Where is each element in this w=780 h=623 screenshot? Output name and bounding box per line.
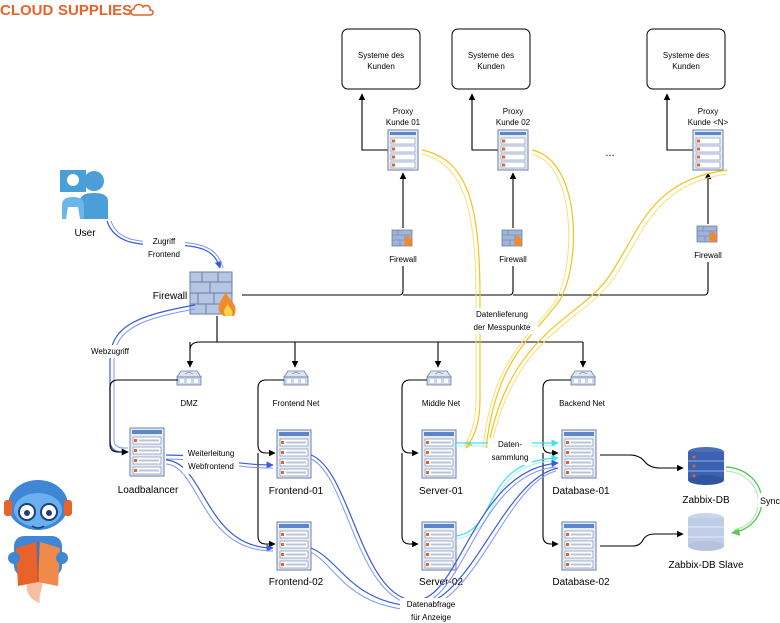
firewall-label: Firewall bbox=[389, 255, 417, 264]
network-switch-icon bbox=[570, 370, 596, 386]
edge-label-datenabfrage: für Anzeige bbox=[411, 613, 452, 622]
logo-text-supplies: SUPPLIES bbox=[58, 2, 132, 19]
customer-box-label: Systeme des bbox=[358, 51, 404, 60]
firewall-icon bbox=[501, 229, 523, 247]
customer-system-box: Systeme des Kunden bbox=[451, 28, 531, 90]
proxy-label: Kunde 02 bbox=[496, 118, 531, 127]
customer-box-label: Kunden bbox=[367, 62, 395, 71]
main-firewall-icon bbox=[189, 271, 236, 316]
database-02-server-icon bbox=[561, 521, 597, 571]
network-label: Middle Net bbox=[422, 399, 461, 408]
zabbix-db-label: Zabbix-DB bbox=[682, 495, 730, 506]
zabbix-db-slave-label: Zabbix-DB Slave bbox=[668, 560, 743, 571]
network-label: Backend Net bbox=[559, 399, 606, 408]
server-label-database01: Database-01 bbox=[552, 486, 610, 497]
edge-label-datenlieferung: Datenlieferung bbox=[476, 310, 528, 319]
server-label-database02: Database-02 bbox=[552, 577, 610, 588]
database-01-server-icon bbox=[561, 429, 597, 479]
edge-label-weiterleitung: Weiterleitung bbox=[188, 449, 235, 458]
firewall-label: Firewall bbox=[694, 251, 722, 260]
ellipsis-more-customers: ... bbox=[605, 147, 614, 159]
loadbalancer-server-icon bbox=[129, 427, 165, 477]
customer-box-label: Kunden bbox=[477, 62, 505, 71]
user-icon bbox=[60, 170, 108, 219]
logo-text-cloud: CLOUD bbox=[0, 2, 53, 19]
edge-label-weiterleitung: Webfrontend bbox=[188, 462, 234, 471]
logo-cloud-icon bbox=[130, 3, 154, 16]
edge-label-zugriff: Frontend bbox=[148, 250, 180, 259]
frontend-02-server-icon bbox=[276, 521, 312, 571]
customer-box-label: Systeme des bbox=[663, 51, 709, 60]
edge-label-datensammlung: sammlung bbox=[492, 453, 529, 462]
server-label-server01: Server-01 bbox=[419, 486, 463, 497]
proxy-label: Kunde 01 bbox=[386, 118, 421, 127]
server-label-frontend01: Frontend-01 bbox=[269, 486, 324, 497]
proxy-server-icon bbox=[692, 129, 724, 171]
network-switch-icon bbox=[283, 370, 309, 386]
proxy-label: Proxy bbox=[503, 107, 523, 116]
proxy-server-icon bbox=[387, 129, 419, 171]
edge-label-datenlieferung: der Messpunkte bbox=[474, 323, 531, 332]
zabbix-db-icon bbox=[688, 447, 724, 485]
proxy-label: Proxy bbox=[698, 107, 718, 116]
main-firewall-label: Firewall bbox=[153, 291, 187, 302]
customer-system-box: Systeme des Kunden bbox=[341, 28, 421, 90]
network-label: Frontend Net bbox=[273, 399, 320, 408]
proxy-server-icon bbox=[497, 129, 529, 171]
network-label: DMZ bbox=[180, 399, 197, 408]
user-label: User bbox=[74, 228, 96, 239]
customer-system-box: Systeme des Kunden bbox=[646, 28, 726, 90]
proxy-label: Proxy bbox=[393, 107, 413, 116]
edge-label-sync: Sync bbox=[760, 496, 780, 506]
server-01-icon bbox=[421, 429, 457, 479]
network-switch-icon bbox=[426, 370, 452, 386]
cloudsupplies-logo: CLOUD SUPPLIES bbox=[0, 2, 154, 19]
frontend-01-server-icon bbox=[276, 429, 312, 479]
mascot-robot-illustration bbox=[4, 480, 72, 603]
customer-box-label: Kunden bbox=[672, 62, 700, 71]
customer-box-label: Systeme des bbox=[468, 51, 514, 60]
edge-label-zugriff: Zugriff bbox=[153, 237, 176, 246]
edge-label-datensammlung: Daten- bbox=[498, 440, 522, 449]
server-label-loadbalancer: Loadbalancer bbox=[118, 485, 179, 496]
network-switch-icon bbox=[176, 370, 202, 386]
server-label-frontend02: Frontend-02 bbox=[269, 577, 324, 588]
proxy-label: Kunde <N> bbox=[688, 118, 729, 127]
firewall-icon bbox=[696, 225, 718, 243]
server-02-icon bbox=[421, 521, 457, 571]
zabbix-db-slave-icon bbox=[688, 513, 724, 551]
server-label-server02: Server-02 bbox=[419, 577, 463, 588]
edge-label-datenabfrage: Datenabfrage bbox=[407, 600, 456, 609]
edge-label-webzugriff: Webzugriff bbox=[91, 347, 130, 356]
firewall-label: Firewall bbox=[499, 255, 527, 264]
firewall-icon bbox=[391, 229, 413, 247]
